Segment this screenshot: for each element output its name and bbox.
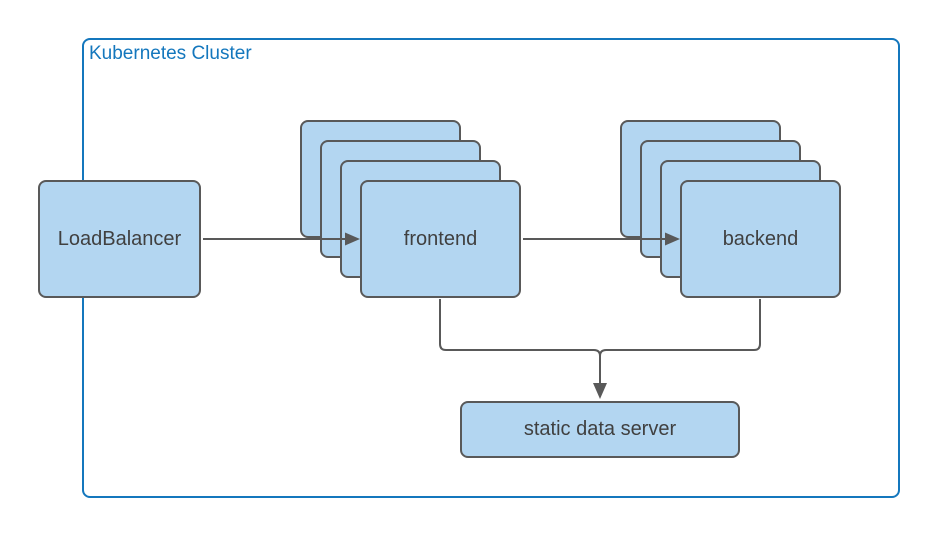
node-backend-label: backend bbox=[722, 227, 799, 250]
node-frontend-stack: frontend bbox=[300, 120, 521, 298]
node-loadbalancer-label: LoadBalancer bbox=[57, 227, 182, 250]
node-frontend: frontend bbox=[360, 180, 521, 298]
node-backend-stack: backend bbox=[620, 120, 841, 298]
node-static-data-server-label: static data server bbox=[523, 418, 677, 440]
node-backend: backend bbox=[680, 180, 841, 298]
cluster-label: Kubernetes Cluster bbox=[89, 43, 252, 64]
node-loadbalancer: LoadBalancer bbox=[38, 180, 201, 298]
node-static-data-server: static data server bbox=[460, 401, 740, 458]
node-frontend-label: frontend bbox=[403, 227, 478, 250]
